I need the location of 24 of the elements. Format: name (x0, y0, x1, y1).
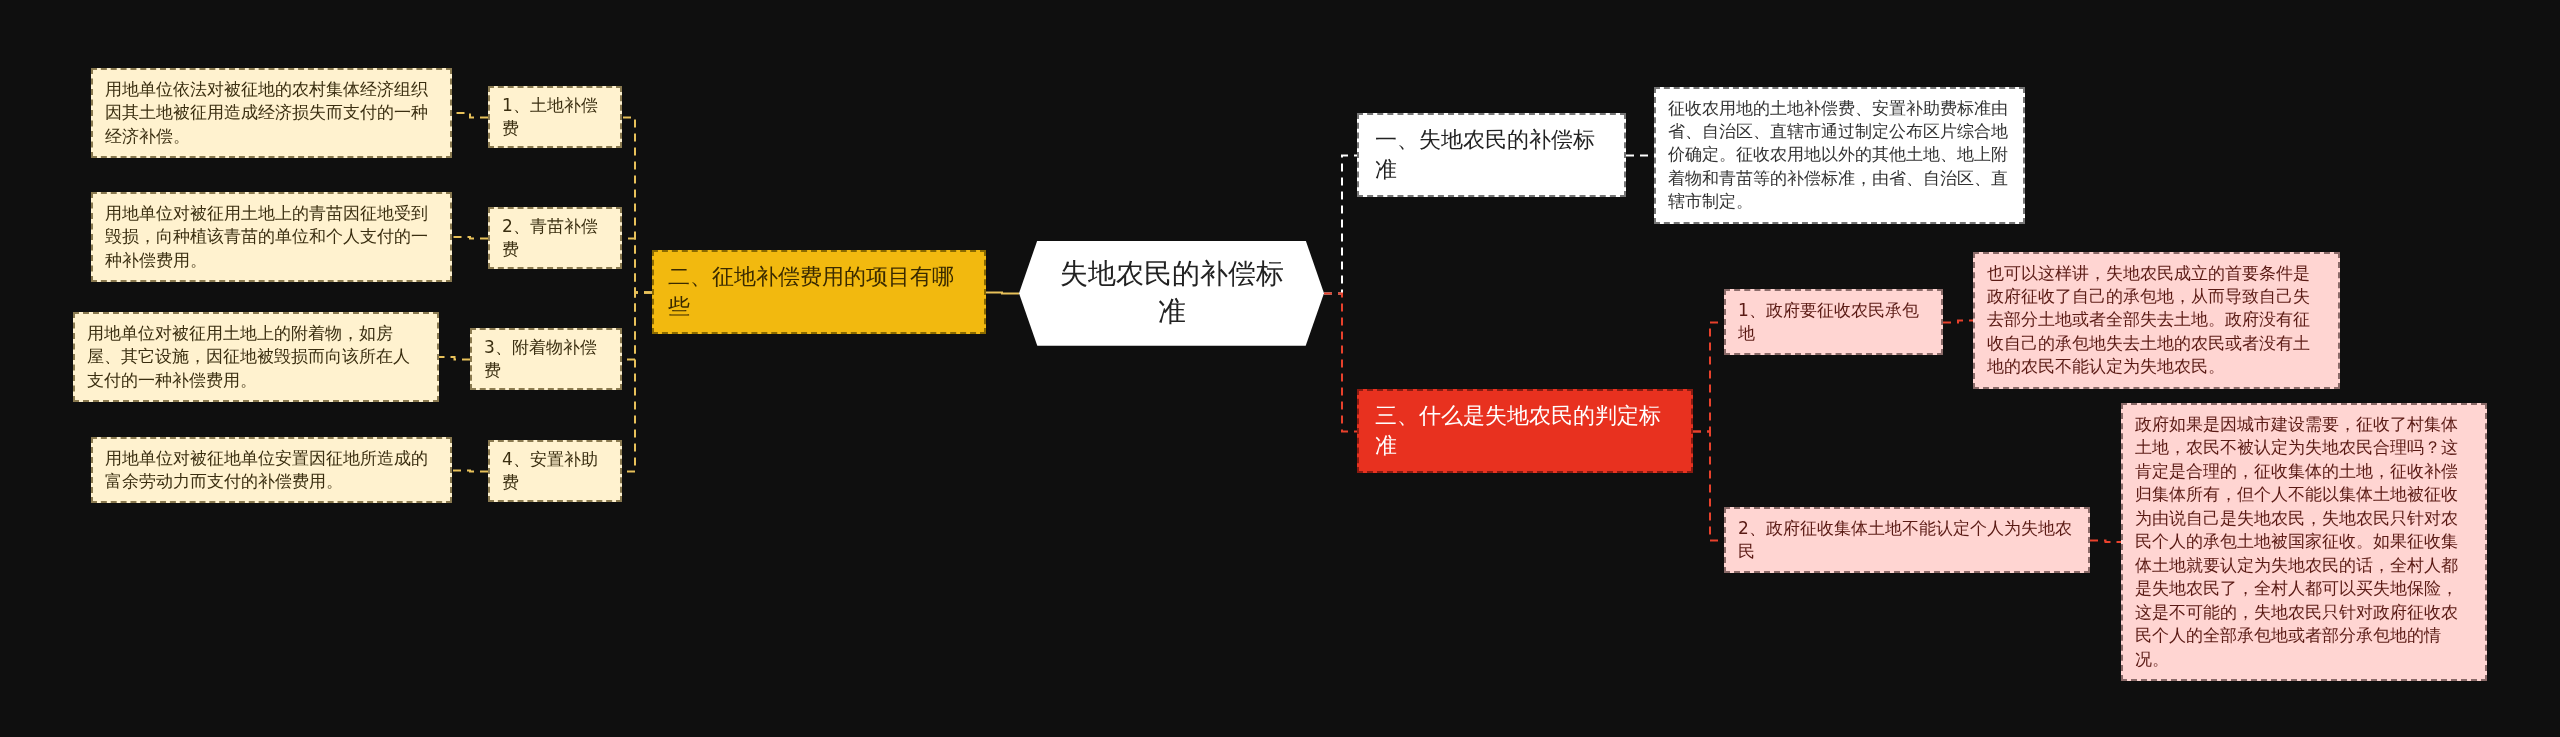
connector-line (438, 356, 471, 361)
detail-note: 征收农用地的土地补偿费、安置补助费标准由省、自治区、直辖市通过制定公布区片综合地价确定。征收农用地以外的其他土地、地上附着物和青苗等的补偿标准，由省、自治区、直辖市制定。 (1654, 86, 2025, 224)
detail-note: 政府如果是因城市建设需要，征收了村集体土地，农民不被认定为失地农民合理吗？这肯定是合理的，征收集体的土地，征收补偿归集体所有，但个人不能以集体土地被征收为由说自己是失地农民，失地农民只针对农民个人的承包土地被国家征收。如果征收集体土地就要认定为失地农民的话，全村人都是失地农民了，全村人都可以买失地保险，这是不可能的，失地农民只针对政府征收农民个人的全部承包地或者部分承包地的情况。 (2121, 403, 2487, 681)
detail-note: 也可以这样讲，失地农民成立的首要条件是政府征收了自己的承包地，从而导致自己失去部分土地或者全部失去土地。政府没有征收自己的承包地失去土地的农民或者没有土地的农民不能认定为失地农民。 (1973, 251, 2340, 389)
subtopic-box: 2、青苗补偿费 (488, 206, 622, 270)
connector-line (2089, 539, 2122, 543)
subtopic-box: 3、附着物补偿费 (470, 327, 622, 391)
subtopic-box: 1、政府要征收农民承包地 (1724, 288, 1943, 356)
subtopic-box: 2、政府征收集体土地不能认定个人为失地农民 (1724, 506, 2090, 574)
detail-note: 用地单位依法对被征地的农村集体经济组织因其土地被征用造成经济损失而支付的一种经济补偿。 (91, 68, 452, 159)
connector-line (1942, 319, 1974, 324)
detail-note: 用地单位对被征用土地上的附着物，如房屋、其它设施，因征地被毁损而向该所在人支付的一种补偿费用。 (73, 312, 439, 403)
central-topic: 失地农民的补偿标准 (1019, 240, 1324, 346)
topic-box: 二、征地补偿费用的项目有哪些 (652, 249, 986, 335)
connector-line (451, 469, 489, 473)
subtopic-box: 1、土地补偿费 (488, 85, 622, 149)
connector-line (451, 236, 489, 240)
topic-box: 三、什么是失地农民的判定标准 (1357, 388, 1693, 474)
detail-note: 用地单位对被征地单位安置因征地所造成的富余劳动力而支付的补偿费用。 (91, 436, 452, 504)
connector-line (1323, 292, 1358, 433)
connector-line (985, 291, 1020, 295)
detail-note: 用地单位对被征用土地上的青苗因征地受到毁损，向种植该青苗的单位和个人支付的一种补偿费用。 (91, 192, 452, 283)
topic-box: 一、失地农民的补偿标准 (1357, 112, 1626, 198)
subtopic-box: 4、安置补助费 (488, 439, 622, 503)
